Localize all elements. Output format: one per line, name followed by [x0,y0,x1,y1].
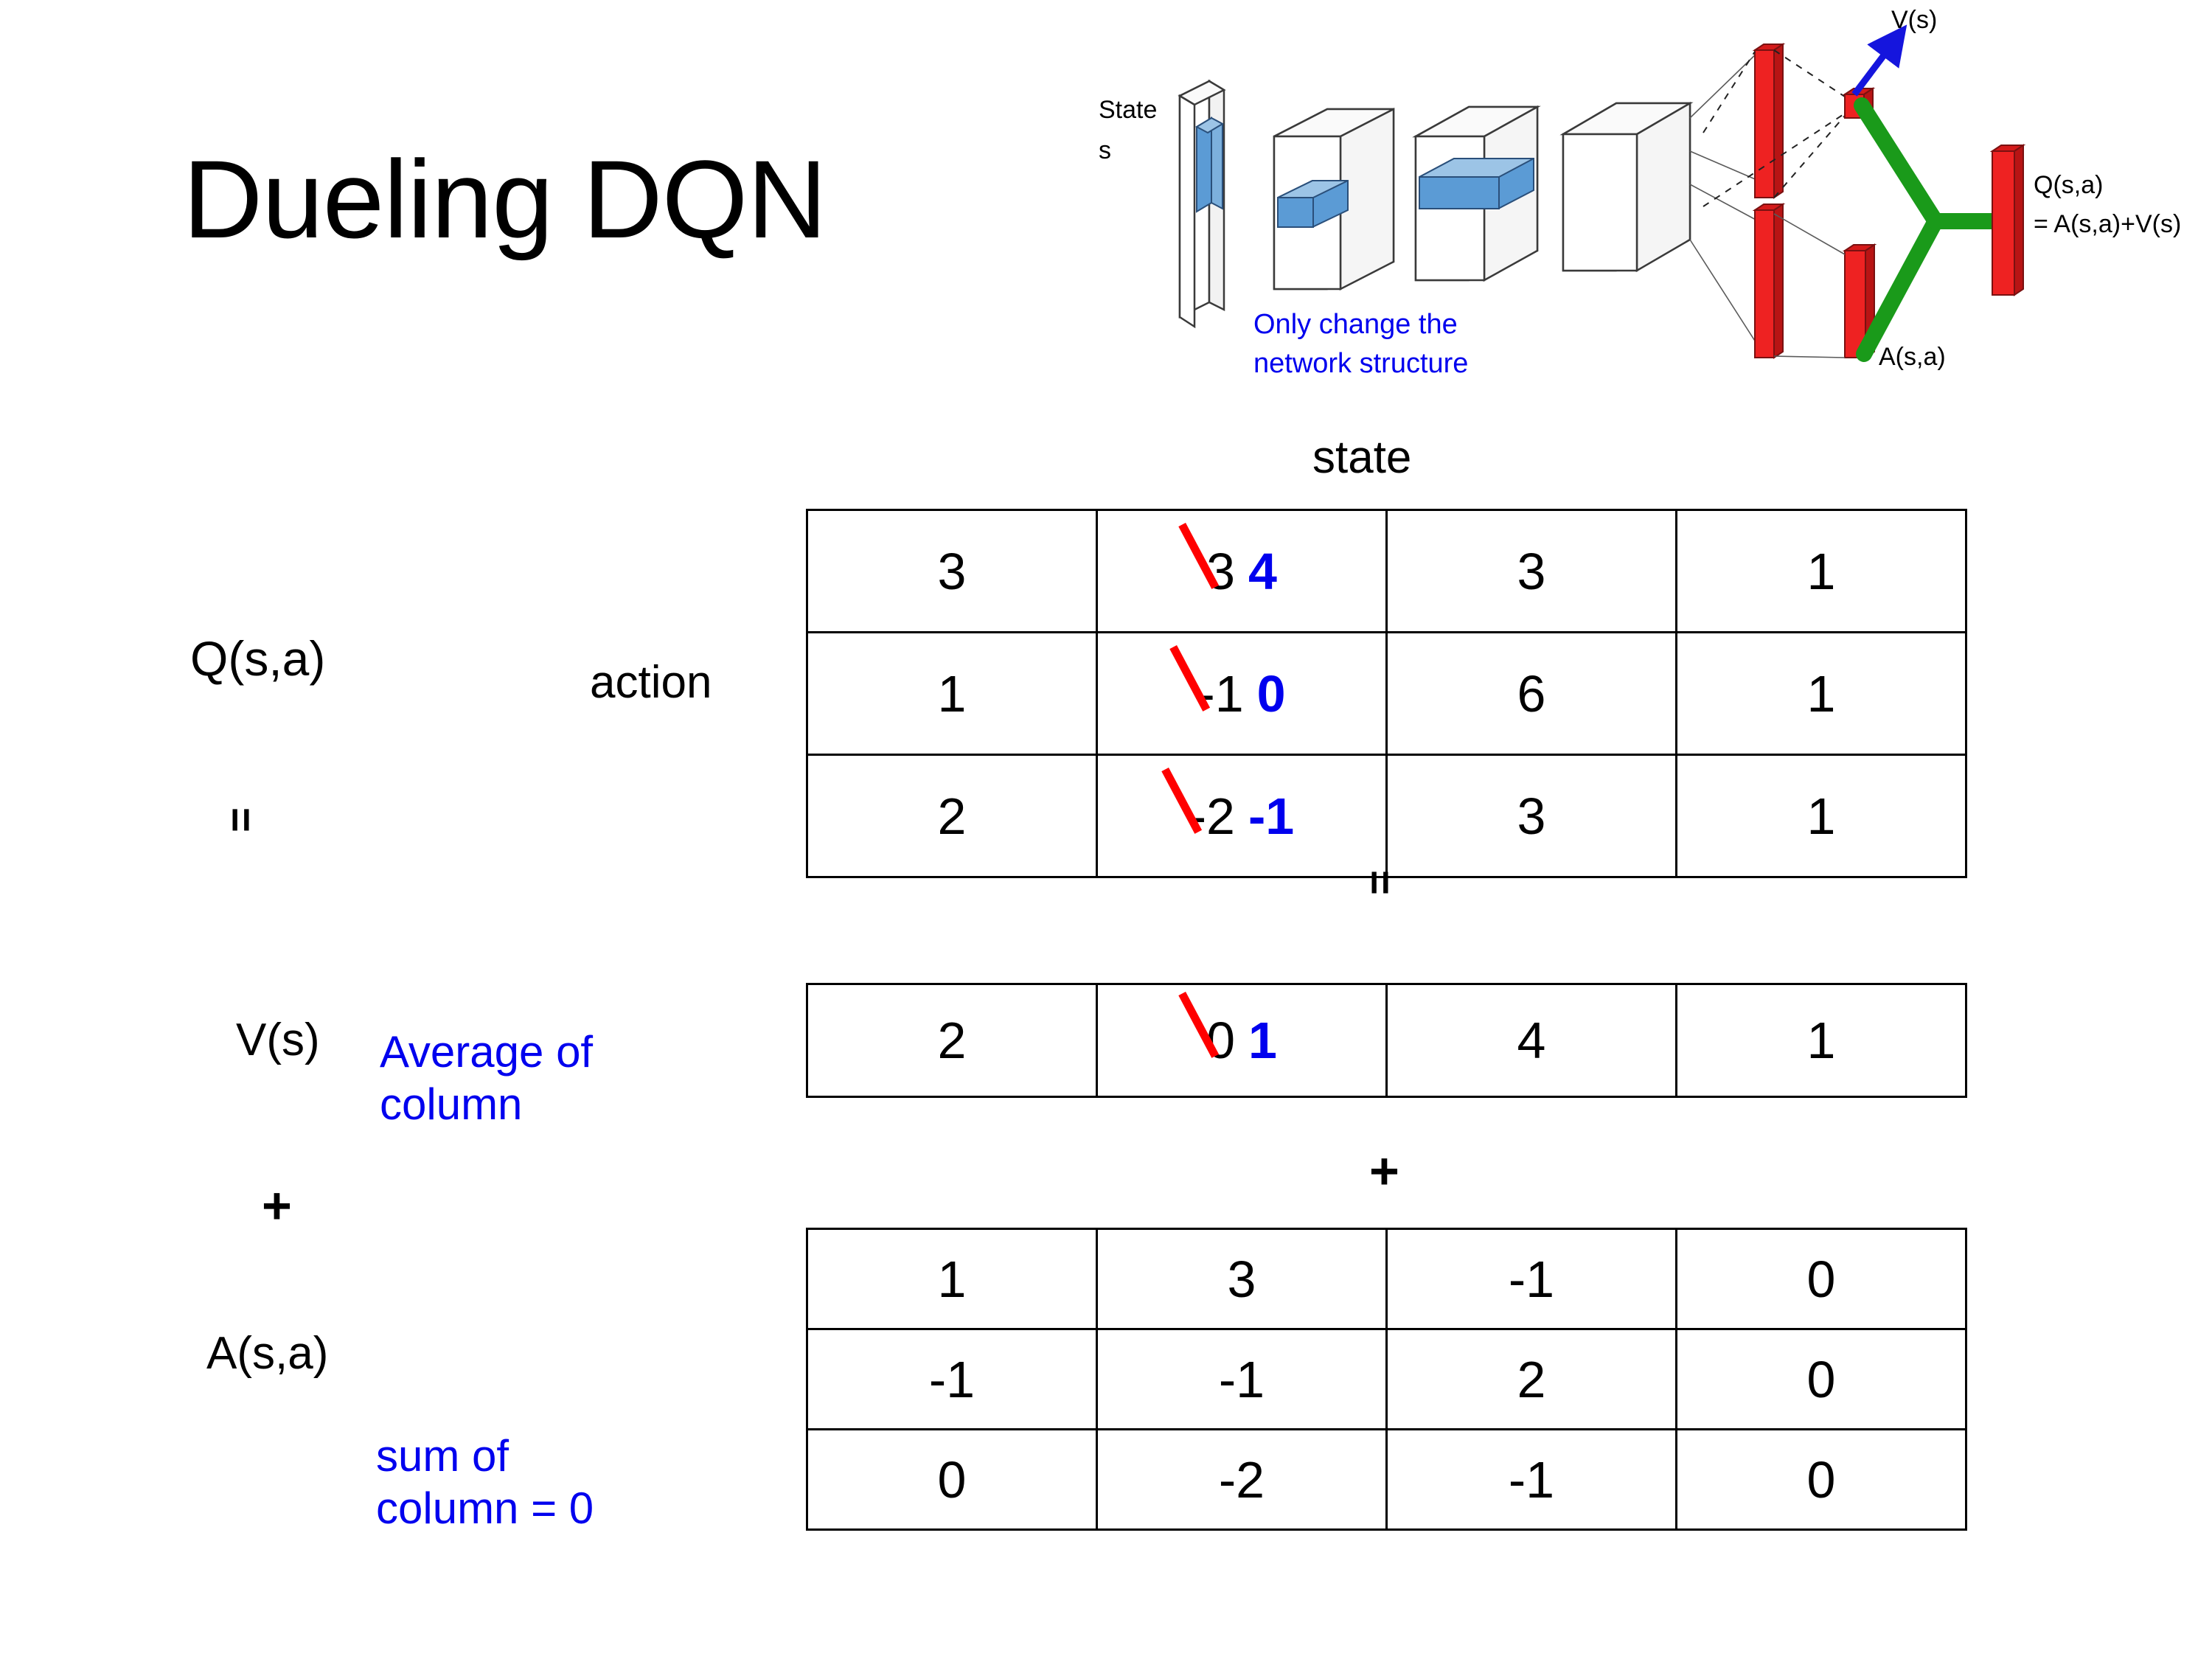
corrected-value: 1 [1248,1012,1277,1069]
q-cell-r1c0: 1 [806,631,1098,756]
v-cell-r0c3: 1 [1675,983,1967,1098]
corrected-value: -1 [1248,787,1295,845]
q-cell-r2c1: -2-1 [1096,754,1388,878]
combine-green-shape [1854,97,2003,362]
a-cell-r0c3: 0 [1675,1228,1967,1330]
diagram-a-label: A(s,a) [1879,343,1946,371]
a-cell-r0c2: -1 [1385,1228,1677,1330]
q-cell-r2c2: 3 [1385,754,1677,878]
a-cell-r2c1: -2 [1096,1428,1388,1531]
a-cell-r1c1: -1 [1096,1328,1388,1430]
plus-sign-mid: + [1369,1142,1399,1200]
struck-value: 3 [1206,542,1235,600]
table-row: 1 3 -1 0 [806,1228,1967,1330]
struck-value: -2 [1189,787,1235,845]
a-table: 1 3 -1 0 -1 -1 2 0 0 -2 -1 0 [806,1228,1967,1531]
diagram-q-label-line1: Q(s,a) [2034,171,2103,199]
struck-value: 0 [1206,1012,1235,1069]
sum-note-line2: column = 0 [376,1483,594,1533]
a-cell-r2c3: 0 [1675,1428,1967,1531]
receptive-field-shape [1194,116,1225,213]
dueling-network-diagram: State s Only change the network structur… [1091,0,2212,413]
diagram-v-label: V(s) [1891,6,1937,34]
advantage-thin-lines [1773,213,1846,358]
table-row: 2 -2-1 3 1 [806,754,1967,878]
sum-note-line1: sum of [376,1431,509,1481]
conv-layer-3-shape [1559,101,1694,273]
q-cell-r1c2: 6 [1385,631,1677,756]
fc-connection-lines [1689,51,1759,347]
a-cell-r2c2: -1 [1385,1428,1677,1531]
q-cell-r2c0: 2 [806,754,1098,878]
diagram-note-line1: Only change the [1253,309,1458,340]
a-cell-r1c2: 2 [1385,1328,1677,1430]
q-cell-r2c3: 1 [1675,754,1967,878]
average-note-line1: Average of [380,1027,594,1077]
page-title: Dueling DQN [183,137,827,261]
corrected-value: 0 [1256,664,1286,723]
struck-value: -1 [1197,664,1244,723]
equals-sign-left: = [217,807,265,832]
v-arrow-shape [1851,24,1907,97]
action-axis-label: action [590,657,712,708]
diagram-state-label-line2: s [1099,136,1111,164]
sum-of-column-note: sum of column = 0 [376,1430,594,1535]
q-cell-r1c3: 1 [1675,631,1967,756]
a-cell-r1c3: 0 [1675,1328,1967,1430]
a-cell-r0c1: 3 [1096,1228,1388,1330]
q-cell-r0c0: 3 [806,509,1098,633]
q-output-bar-shape [1989,144,2026,296]
plus-sign-left: + [262,1177,292,1234]
average-note-line2: column [380,1079,523,1129]
a-cell-r2c0: 0 [806,1428,1098,1531]
table-row: 0 -2 -1 0 [806,1428,1967,1531]
q-table-label: Q(s,a) [190,631,326,686]
a-cell-r1c0: -1 [806,1328,1098,1430]
value-dashed-lines [1703,49,1850,207]
diagram-state-label-line1: State [1099,96,1157,124]
conv-filter-1-shape [1277,180,1349,228]
a-cell-r0c0: 1 [806,1228,1098,1330]
v-cell-r0c0: 2 [806,983,1098,1098]
q-cell-r0c3: 1 [1675,509,1967,633]
advantage-output-bar-shape [1842,243,1877,359]
advantage-stream-bar-shape [1752,203,1786,359]
state-axis-label: state [1312,432,1412,483]
average-of-column-note: Average of column [380,1026,593,1131]
conv-filter-2-shape [1419,158,1534,209]
q-cell-r0c2: 3 [1385,509,1677,633]
corrected-value: 4 [1248,542,1277,600]
diagram-note-line2: network structure [1253,348,1468,379]
v-cell-r0c2: 4 [1385,983,1677,1098]
table-row: -1 -1 2 0 [806,1328,1967,1430]
value-stream-bar-shape [1752,43,1786,199]
diagram-q-label-line2: = A(s,a)+V(s) [2034,210,2181,238]
v-table-label: V(s) [236,1015,320,1065]
a-table-label: A(s,a) [206,1328,329,1379]
cell-edit-group: -2-1 [1189,787,1295,846]
